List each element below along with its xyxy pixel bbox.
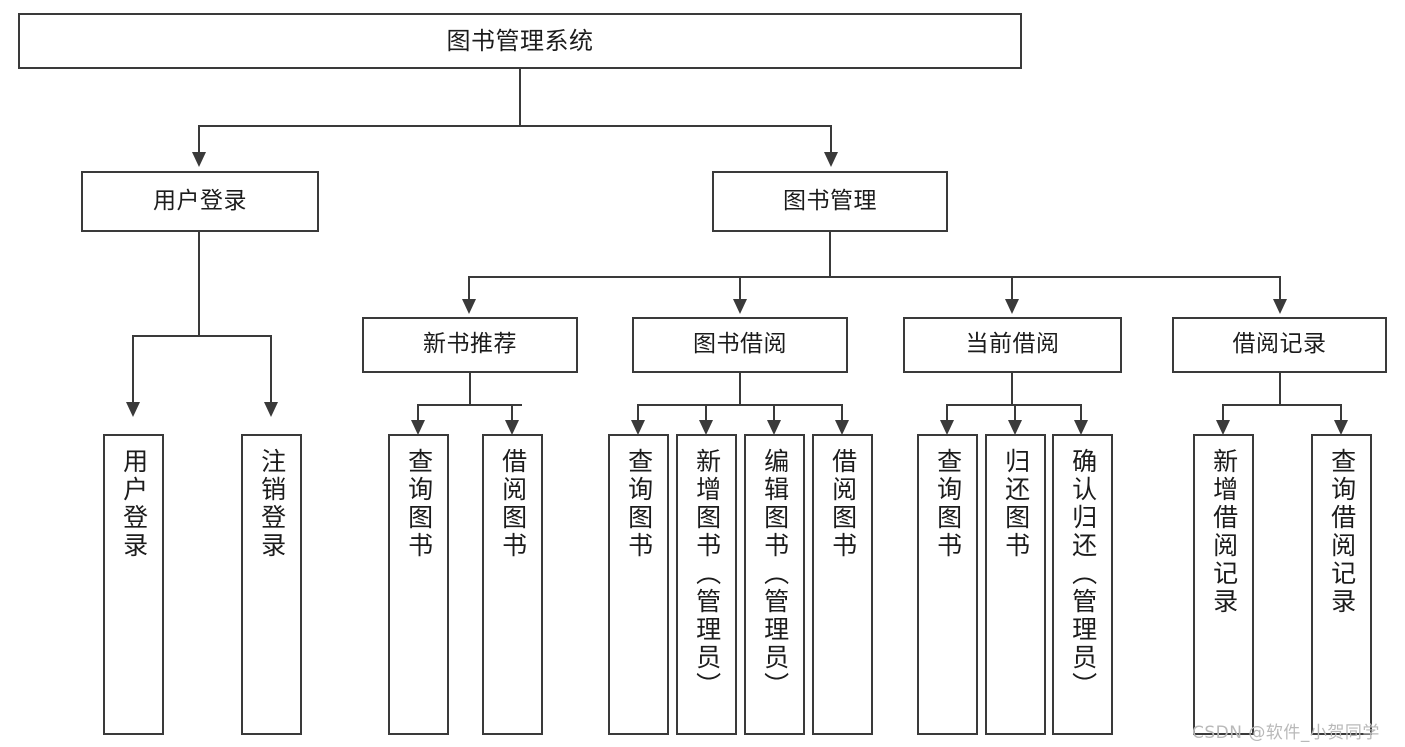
connector-to-current-borrow — [1011, 276, 1013, 300]
connector-to-user-login — [198, 125, 200, 153]
arrow-leaf-add-record — [1216, 420, 1230, 435]
leaf-query-book-3-label: 查询图书 — [933, 448, 963, 560]
leaf-borrow-book-2[interactable]: 借阅图书 — [812, 434, 873, 735]
node-book-manage[interactable]: 图书管理 — [712, 171, 948, 232]
node-root-label: 图书管理系统 — [446, 26, 594, 55]
arrow-to-book-borrow — [733, 299, 747, 314]
connector-book-borrow-l1 — [637, 404, 639, 421]
connector-current-borrow-l2 — [1014, 404, 1016, 421]
leaf-edit-book-label: 编辑图书（管理员） — [760, 448, 790, 700]
arrow-leaf-confirm-return — [1074, 420, 1088, 435]
node-borrow-record[interactable]: 借阅记录 — [1172, 317, 1387, 373]
arrow-leaf-borrow-book-2 — [835, 420, 849, 435]
arrow-leaf-query-record — [1334, 420, 1348, 435]
leaf-borrow-book-1[interactable]: 借阅图书 — [482, 434, 543, 735]
arrow-to-current-borrow — [1005, 299, 1019, 314]
connector-borrow-record-stem — [1279, 373, 1281, 405]
connector-to-book-manage — [830, 125, 832, 153]
leaf-edit-book[interactable]: 编辑图书（管理员） — [744, 434, 805, 735]
leaf-confirm-return-label: 确认归还（管理员） — [1068, 448, 1098, 700]
connector-user-login-bar — [132, 335, 271, 337]
connector-current-borrow-l3 — [1080, 404, 1082, 421]
leaf-add-book-label: 新增图书（管理员） — [692, 448, 722, 700]
arrow-to-new-book-recommend — [462, 299, 476, 314]
node-borrow-record-label: 借阅记录 — [1232, 331, 1327, 358]
leaf-query-book-2[interactable]: 查询图书 — [608, 434, 669, 735]
connector-user-login-right — [270, 335, 272, 403]
leaf-query-book-1-label: 查询图书 — [404, 448, 434, 560]
connector-book-borrow-l4 — [841, 404, 843, 421]
connector-book-borrow-bar — [637, 404, 843, 406]
connector-to-borrow-record — [1279, 276, 1281, 300]
connector-book-manage-stem — [829, 232, 831, 277]
connector-current-borrow-l1 — [946, 404, 948, 421]
node-new-book-recommend-label: 新书推荐 — [423, 331, 517, 358]
arrow-to-borrow-record — [1273, 299, 1287, 314]
leaf-add-book[interactable]: 新增图书（管理员） — [676, 434, 737, 735]
leaf-user-login-label: 用户登录 — [119, 448, 149, 560]
node-book-borrow[interactable]: 图书借阅 — [632, 317, 848, 373]
node-book-borrow-label: 图书借阅 — [693, 331, 787, 358]
leaf-add-record-label: 新增借阅记录 — [1209, 448, 1239, 616]
node-current-borrow-label: 当前借阅 — [965, 331, 1060, 358]
leaf-query-record[interactable]: 查询借阅记录 — [1311, 434, 1372, 735]
node-new-book-recommend[interactable]: 新书推荐 — [362, 317, 578, 373]
connector-borrow-record-l1 — [1222, 404, 1224, 421]
leaf-query-book-3[interactable]: 查询图书 — [917, 434, 978, 735]
connector-to-new-book-recommend — [468, 276, 470, 300]
arrow-leaf-borrow-book-1 — [505, 420, 519, 435]
connector-current-borrow-stem — [1011, 373, 1013, 405]
connector-level3-bar — [468, 276, 1280, 278]
leaf-query-book-2-label: 查询图书 — [624, 448, 654, 560]
leaf-return-book-label: 归还图书 — [1001, 448, 1031, 560]
connector-user-login-stem — [198, 232, 200, 336]
leaf-logout-label: 注销登录 — [257, 448, 287, 560]
connector-book-borrow-l2 — [705, 404, 707, 421]
node-book-manage-label: 图书管理 — [783, 187, 877, 214]
arrow-leaf-return-book — [1008, 420, 1022, 435]
leaf-user-login[interactable]: 用户登录 — [103, 434, 164, 735]
leaf-logout[interactable]: 注销登录 — [241, 434, 302, 735]
leaf-confirm-return[interactable]: 确认归还（管理员） — [1052, 434, 1113, 735]
leaf-query-book-1[interactable]: 查询图书 — [388, 434, 449, 735]
arrow-leaf-query-book-2 — [631, 420, 645, 435]
connector-new-book-stem — [469, 373, 471, 405]
connector-book-borrow-l3 — [773, 404, 775, 421]
node-user-login-label: 用户登录 — [153, 187, 247, 214]
connector-root-stem — [519, 68, 521, 126]
connector-new-book-l1 — [417, 404, 419, 421]
leaf-return-book[interactable]: 归还图书 — [985, 434, 1046, 735]
leaf-query-record-label: 查询借阅记录 — [1327, 448, 1357, 616]
leaf-borrow-book-1-label: 借阅图书 — [498, 448, 528, 560]
node-current-borrow[interactable]: 当前借阅 — [903, 317, 1122, 373]
connector-book-borrow-stem — [739, 373, 741, 405]
arrow-leaf-user-login — [126, 402, 140, 417]
leaf-borrow-book-2-label: 借阅图书 — [828, 448, 858, 560]
connector-user-login-left — [132, 335, 134, 403]
connector-new-book-l2 — [511, 404, 513, 421]
connector-borrow-record-l2 — [1340, 404, 1342, 421]
connector-new-book-bar — [417, 404, 522, 406]
leaf-add-record[interactable]: 新增借阅记录 — [1193, 434, 1254, 735]
arrow-leaf-add-book — [699, 420, 713, 435]
connector-level2-bar — [198, 125, 832, 127]
node-user-login[interactable]: 用户登录 — [81, 171, 319, 232]
arrow-leaf-edit-book — [767, 420, 781, 435]
arrow-to-user-login — [192, 152, 206, 167]
connector-to-book-borrow — [739, 276, 741, 300]
arrow-leaf-query-book-1 — [411, 420, 425, 435]
arrow-to-book-manage — [824, 152, 838, 167]
connector-borrow-record-bar — [1222, 404, 1342, 406]
node-root[interactable]: 图书管理系统 — [18, 13, 1022, 69]
arrow-leaf-logout — [264, 402, 278, 417]
arrow-leaf-query-book-3 — [940, 420, 954, 435]
